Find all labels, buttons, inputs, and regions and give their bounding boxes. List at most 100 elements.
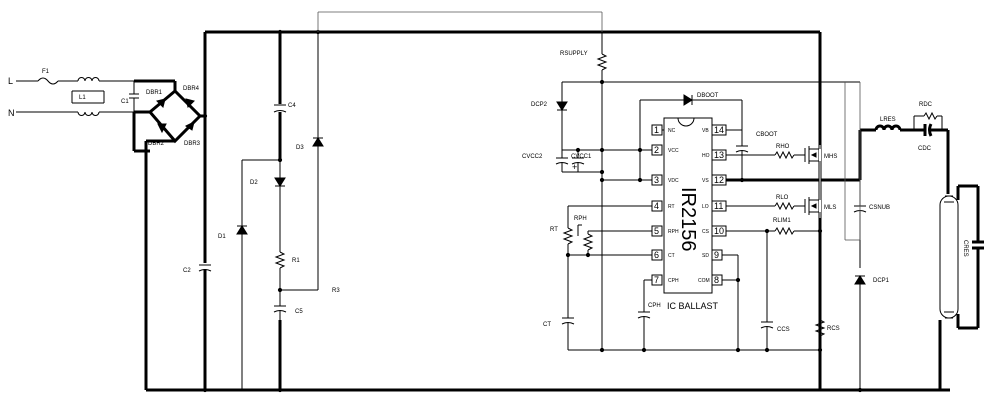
label-rcs: RCS [827, 326, 840, 332]
label-c2: C2 [183, 268, 191, 274]
label-rho: RHO [776, 144, 790, 150]
label-rdc: RDC [919, 102, 933, 108]
label-mhs: MHS [824, 154, 837, 160]
pin-11-number: 11 [714, 201, 723, 211]
label-dbr4: DBR4 [183, 86, 200, 92]
pin-6-name: CT [668, 253, 675, 259]
choke-l1 [71, 77, 105, 116]
pin-1-number: 1 [654, 125, 659, 135]
label-cvcc2: CVCC2 [522, 154, 543, 160]
resistor-rlim1 [774, 226, 795, 236]
diode-d2 [274, 177, 286, 187]
resistor-rt [562, 227, 574, 245]
pin-2-name: VCC [668, 148, 679, 154]
cvcc1-plus: + [572, 162, 577, 172]
pin-13-name: HO [702, 153, 710, 159]
label-dcp2: DCP2 [531, 102, 548, 108]
label-cboot: CBOOT [756, 132, 778, 138]
label-dcp1: DCP1 [873, 278, 890, 284]
power-rails [146, 29, 950, 393]
fluorescent-lamp: CRES [938, 184, 984, 390]
pin-8-number: 8 [714, 275, 719, 285]
pin-12-name: VS [702, 178, 709, 184]
pin-3-name: VDC [668, 178, 679, 184]
label-dbr1: DBR1 [146, 90, 163, 96]
diode-d3: D3 R3 [296, 29, 340, 294]
fuse-f1 [37, 77, 59, 85]
label-c5: C5 [295, 309, 303, 315]
inductor-lres [874, 124, 902, 131]
pin-14-number: 14 [714, 125, 724, 135]
label-dbr3: DBR3 [184, 141, 201, 147]
supply-section: RSUPPLY DCP2 CVCC2 CVCC1 + [522, 32, 860, 348]
label-dbr2: DBR2 [148, 141, 165, 147]
label-dboot: DBOOT [697, 93, 719, 99]
label-c4: C4 [288, 103, 296, 109]
pin-10-name: CS [702, 229, 710, 235]
pin-1-name: NC [668, 128, 676, 134]
resistor-rlo [774, 201, 795, 211]
label-cres: CRES [962, 240, 968, 257]
pin-5-name: RPH [668, 229, 679, 235]
output-stage: LRES RDC CDC CSNUB DCP1 [844, 82, 950, 393]
line-live-label: L [8, 76, 13, 86]
lamp-tube [939, 195, 959, 319]
diode-dboot [683, 94, 693, 106]
ic-ir2156: IR2156 IC BALLAST 1 NC 2 VCC 3 VDC 4 RT … [651, 117, 727, 311]
ic-caption: IC BALLAST [667, 301, 719, 311]
cap-c4: C4 [272, 103, 296, 113]
gate-drive: CBOOT RHO RLO RLIM1 MHS [726, 129, 860, 320]
pin-5-number: 5 [654, 226, 659, 236]
pin-9-name: SD [702, 253, 709, 259]
label-d2: D2 [250, 180, 258, 186]
label-d3: D3 [296, 145, 304, 151]
label-rlim1: RLIM1 [773, 218, 791, 224]
pin-3-number: 3 [654, 175, 659, 185]
label-cph: CPH [648, 303, 661, 309]
label-mls: MLS [824, 205, 836, 211]
pin-4-number: 4 [654, 201, 659, 211]
label-rt: RT [550, 227, 558, 233]
pin-14-name: VB [702, 128, 709, 134]
resistor-rph [582, 233, 594, 251]
pin-11-name: LO [702, 204, 709, 210]
bootstrap-diode: DBOOT [639, 93, 743, 150]
label-l1: L1 [79, 95, 86, 101]
diode-dcp2 [556, 101, 568, 111]
mosfet-mhs [804, 146, 820, 164]
resistor-rho [774, 150, 795, 160]
label-c1: C1 [121, 99, 129, 105]
timing-network: RT RPH CT CPH [543, 205, 823, 353]
resistor-r1 [274, 251, 286, 269]
pin-6-number: 6 [654, 250, 659, 260]
diode-d1: D1 [218, 160, 248, 390]
pin-7-name: CPH [668, 278, 679, 284]
resistor-rsupply [596, 53, 608, 71]
label-lres: LRES [880, 117, 896, 123]
resistor-rcs [814, 319, 826, 337]
bridge-rectifier: DBR1 DBR4 DBR2 DBR3 [132, 79, 208, 390]
ic-pins-left: 1 NC 2 VCC 3 VDC 4 RT 5 RPH 6 CT 7 CPH [651, 124, 679, 286]
label-cvcc1: CVCC1 [571, 154, 592, 160]
label-r1: R1 [292, 258, 300, 264]
feedback-wire [317, 11, 603, 32]
startup-chain: D2 R1 C5 [242, 112, 318, 320]
label-f1: F1 [42, 69, 50, 75]
line-neutral-label: N [8, 108, 15, 118]
cap-c2: C2 [183, 263, 214, 274]
pin-12-number: 12 [714, 175, 724, 185]
label-ct: CT [543, 322, 551, 328]
label-rph: RPH [574, 216, 587, 222]
pin-7-number: 7 [654, 275, 659, 285]
mosfet-mls [804, 197, 820, 215]
label-cdc: CDC [918, 146, 932, 152]
pin-4-name: RT [668, 204, 675, 210]
pin-2-number: 2 [654, 145, 659, 155]
pin-8-name: COM [698, 278, 710, 284]
resistor-rdc [923, 111, 938, 121]
label-csnub: CSNUB [869, 205, 890, 211]
diode-dcp1 [854, 275, 866, 285]
label-rsupply: RSUPPLY [560, 51, 588, 57]
pin-9-number: 9 [714, 250, 719, 260]
pin-13-number: 13 [714, 150, 724, 160]
